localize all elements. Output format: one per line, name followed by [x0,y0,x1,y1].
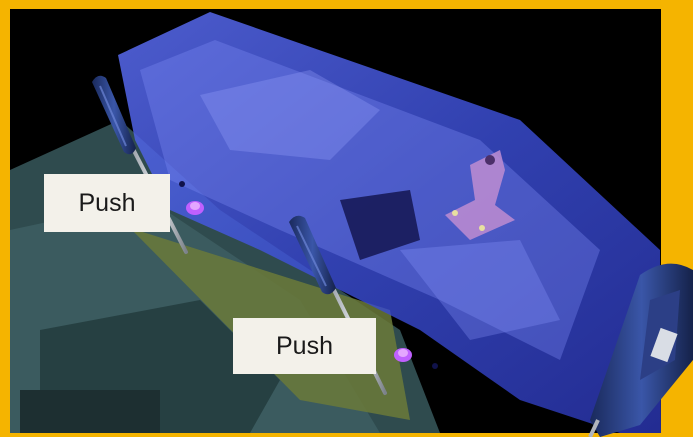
push-label: Push [233,318,376,374]
push-label: Push [44,174,170,232]
push-clip-icon [394,348,412,362]
push-clip-icon [186,201,204,215]
